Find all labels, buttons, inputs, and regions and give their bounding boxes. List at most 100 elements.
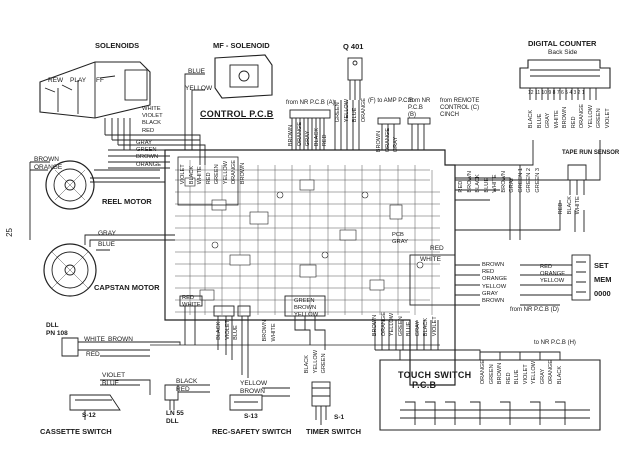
solenoid-assembly xyxy=(39,61,151,119)
wire-label: ORANGE xyxy=(579,104,585,129)
counter-bundle-wire-labels: RED BROWN BLACK BLUE WHITE BROWN GRAY GR… xyxy=(458,168,542,193)
touch-switch-title-2: P.C.B xyxy=(412,380,437,390)
counter-pin-numbers: 12 11 10 9 8 7 6 5 4 3 2 1 xyxy=(528,90,585,96)
wire-label: ORANGE xyxy=(480,360,486,385)
wire-label: GREEN xyxy=(335,102,341,123)
wire-label: BROWN xyxy=(466,171,473,193)
reel-wire-labels: GRAY GREEN BROWN ORANGE xyxy=(136,140,161,169)
wire-label: WHITE xyxy=(270,323,277,342)
capstan-motor xyxy=(43,243,97,297)
pcb-mid-label-white: WHITE xyxy=(420,256,441,263)
wire-label: RED xyxy=(482,269,495,276)
wire-label: BLACK xyxy=(142,120,162,127)
wire-label: GRAY xyxy=(136,140,152,146)
led-dll-label: DLL xyxy=(166,418,179,425)
remote-control-label: from REMOTE CONTROL (C) CINCH xyxy=(440,98,480,118)
wire-label: ORANGE xyxy=(540,271,566,278)
wire-label: YELLOW xyxy=(312,350,319,374)
wire-label: ORANGE xyxy=(548,360,554,385)
wire-label: BROWN xyxy=(239,162,246,185)
wire-label: WHITE xyxy=(142,106,161,112)
control-pcb-title: CONTROL P.C.B xyxy=(200,109,274,119)
wire-label: YELLOW xyxy=(540,278,565,285)
rec-safety-switch xyxy=(229,394,263,411)
page-number: 25 xyxy=(5,228,14,237)
wire-label: GREEN xyxy=(596,108,602,129)
digital-counter-subtitle: Back Side xyxy=(548,49,578,56)
wire-label: BLACK xyxy=(313,127,320,147)
wire-label: BROWN xyxy=(482,298,505,305)
wire-label: ORANGE xyxy=(384,128,391,153)
touch-switch-wire-labels: ORANGE GREEN BROWN RED BLUE VIOLET YELLO… xyxy=(480,360,564,384)
wire-label: WHITE xyxy=(575,196,581,215)
wire-label: GREEN xyxy=(294,298,315,304)
lower-connector-h-labels: GREEN BROWN YELLOW xyxy=(294,298,318,320)
timer-wire-labels: BLACK YELLOW GREEN xyxy=(304,350,328,373)
wire-label: GREEN xyxy=(136,147,157,154)
wire-label: GREEN 1 xyxy=(517,168,524,193)
wire-label: RED xyxy=(540,264,553,270)
from-nr-b-label: from NR P.C.B (B) xyxy=(408,98,431,118)
wire-label: BROWN xyxy=(482,262,505,268)
wire-label: ORANGE xyxy=(482,276,508,283)
wire-label: BROWN xyxy=(562,106,568,129)
wire-label: GREEN 2 xyxy=(526,168,532,193)
wire-label: BROWN xyxy=(262,320,268,342)
wire-label: BROWN xyxy=(376,130,382,153)
wire-label: ORANGE xyxy=(296,122,303,147)
wire-label: GRAY xyxy=(482,290,498,297)
wire-label: VIOLET xyxy=(224,320,231,340)
capstan-wire-label: BLUE xyxy=(98,241,115,248)
dll-wire-label: WHITE xyxy=(84,336,105,343)
reel-side-wire-label: BROWN xyxy=(34,156,59,163)
dll-label: DLL xyxy=(46,322,59,329)
cassette-wire-label: VIOLET xyxy=(102,372,126,379)
dll-pn108 xyxy=(61,337,100,357)
mf-solenoid xyxy=(214,54,273,99)
play-label: PLAY xyxy=(70,77,87,84)
set-mem-wire-labels: BROWN RED ORANGE YELLOW GRAY BROWN xyxy=(482,262,507,305)
capstan-wire-label: GRAY xyxy=(98,230,116,237)
wire-label: BLACK xyxy=(566,196,573,215)
wire-label: GRAY xyxy=(545,112,551,129)
wire-label: BLUE xyxy=(483,177,490,193)
rew-label: REW xyxy=(48,77,64,84)
lower-connector-d-labels: BLACK VIOLET BLUE xyxy=(216,320,240,340)
control-pcb-left-connector-labels: VIOLET BLACK WHITE RED GREEN YELLOW ORAN… xyxy=(180,160,247,184)
from-nr-a-wire-labels: BROWN ORANGE GRAY BLACK RED xyxy=(288,122,329,146)
wire-label: WHITE xyxy=(182,302,201,309)
reel-side-wire-label: ORANGE xyxy=(34,164,63,171)
reel-motor-title: REEL MOTOR xyxy=(102,197,152,206)
wire-label: VIOLET xyxy=(431,316,438,337)
lower-left-connector-labels: RED WHITE xyxy=(182,295,201,309)
wire-label: YELLOW xyxy=(222,160,229,185)
wire-label: RED xyxy=(505,372,512,385)
pcb-mid-labels: PCB GRAY xyxy=(392,232,408,246)
wire-label: WHITE xyxy=(492,174,498,193)
cassette-switch-id: S-12 xyxy=(82,412,96,419)
wire-label: GRAY xyxy=(392,239,408,246)
wire-label: VIOLET xyxy=(604,108,611,129)
wire-label: YELLOW xyxy=(531,360,537,385)
pcb-mid-label-red: RED xyxy=(430,245,444,252)
wire-label: BLACK xyxy=(528,109,534,129)
wire-label: GREEN xyxy=(321,353,327,374)
wire-label: GRAY xyxy=(509,177,515,193)
mf-solenoid-wires xyxy=(184,73,205,150)
reel-motor-wires xyxy=(29,161,165,240)
pcb-traces xyxy=(175,160,440,315)
lower-connector-e-labels: BROWN WHITE xyxy=(262,320,278,341)
timer-id: S-1 xyxy=(334,414,345,421)
tape-run-sensor xyxy=(567,164,587,195)
tape-run-wire-labels: RED BLACK WHITE xyxy=(558,196,582,214)
lower-mid-bundle-labels: BROWN ORANGE YELLOW GREEN BLUE GRAY BLAC… xyxy=(372,312,439,336)
ln55-label: LN 55 xyxy=(166,410,184,417)
wire-label: BLUE xyxy=(352,107,358,123)
wire-label: BLUE xyxy=(233,325,239,340)
rec-safety-wire-label: BROWN xyxy=(240,388,265,395)
counter-wire-labels: BLACK BLUE GRAY WHITE BROWN RED ORANGE Y… xyxy=(528,104,612,128)
capstan-motor-title: CAPSTAN MOTOR xyxy=(94,283,160,292)
wire-label: YELLOW xyxy=(343,98,350,123)
wire-label: BLACK xyxy=(188,165,195,185)
